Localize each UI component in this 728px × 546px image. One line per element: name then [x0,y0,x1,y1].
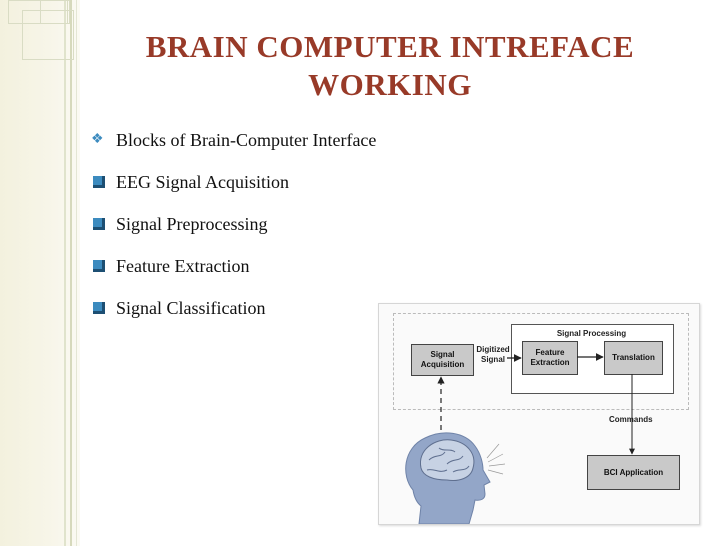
square-bullet-icon [93,176,105,188]
title-line-1: BRAIN COMPUTER INTREFACE [145,29,635,64]
block-text: Acquisition [420,360,465,369]
decorative-side-band [0,0,80,546]
diamond-bullet-icon: ❖ [91,132,104,147]
signal-processing-label: Signal Processing [556,329,627,338]
translation-block: Translation [604,341,663,375]
bullet-text: Feature Extraction [116,256,250,276]
bullet-item: Feature Extraction [92,254,376,296]
square-bullet-icon [93,218,105,230]
bullet-list: ❖ Blocks of Brain-Computer Interface EEG… [91,128,377,338]
bullet-item: Signal Preprocessing [92,212,376,254]
bullet-text: Blocks of Brain-Computer Interface [116,130,377,150]
diagram-arrows [437,353,635,455]
bullet-text: Signal Preprocessing [116,214,268,234]
square-bullet-icon [93,260,105,272]
decorative-square [8,0,68,24]
bci-application-block: BCI Application [587,455,680,490]
decorative-line [64,0,66,546]
bullet-item: Signal Classification [92,296,376,338]
bullet-text: Signal Classification [116,298,266,318]
commands-label: Commands [609,415,653,424]
system-boundary [393,313,689,410]
block-text: Extraction [530,358,570,367]
block-text: Feature [535,348,565,357]
decorative-square [22,10,74,60]
block-text: BCI Application [603,467,664,477]
human-head-icon [405,432,506,524]
square-bullet-icon [93,302,105,314]
decorative-line [76,0,77,546]
title-line-2: WORKING [308,67,472,102]
bullet-item: ❖ Blocks of Brain-Computer Interface [91,128,377,170]
block-text: Translation [612,353,655,362]
decorative-square [40,0,70,24]
bullet-item: EEG Signal Acquisition [92,170,376,212]
decorative-line [70,0,72,546]
bullet-text: EEG Signal Acquisition [116,172,289,192]
slide-title: BRAIN COMPUTER INTREFACE WORKING [115,28,665,104]
block-text: Signal [430,350,455,359]
